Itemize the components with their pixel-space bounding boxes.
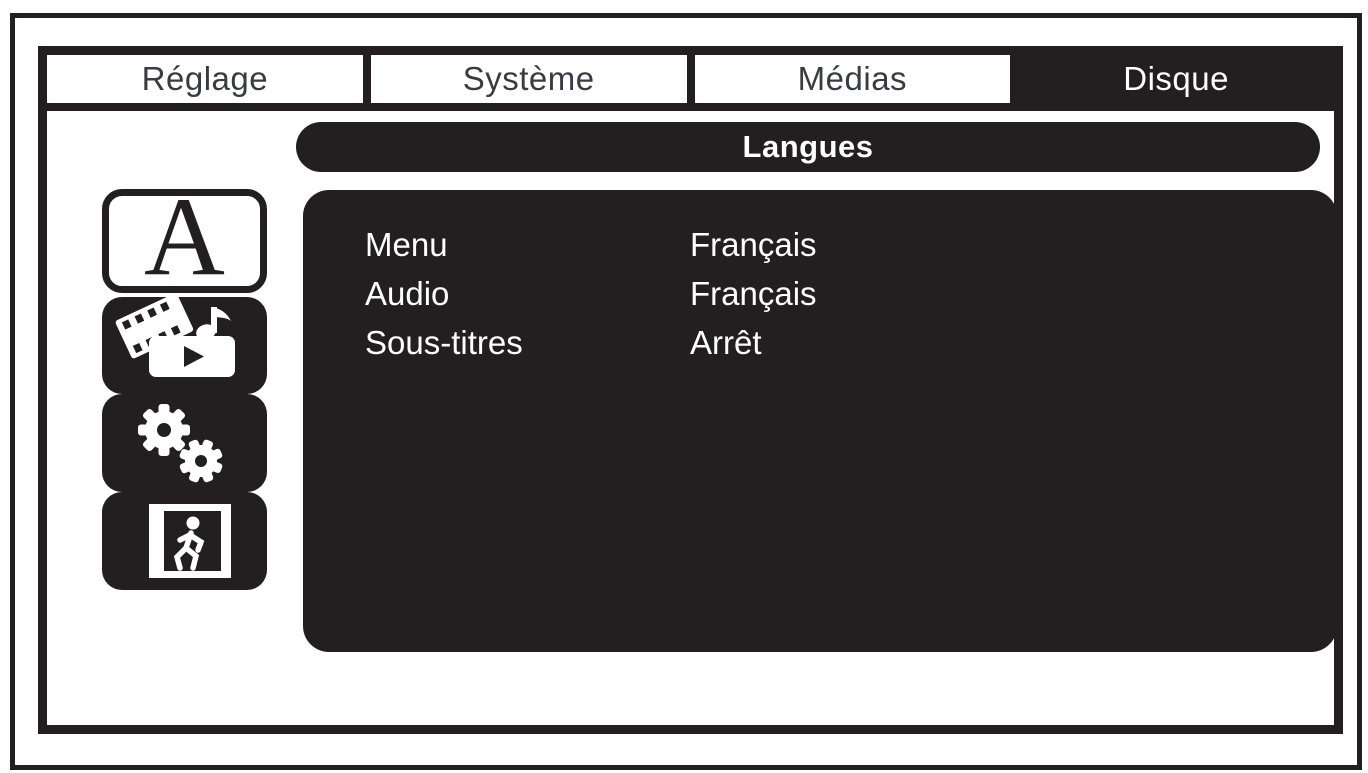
page-title: Langues [742,129,874,164]
tab-bar: Réglage Système Médias Disque [47,55,1334,111]
sidebar-item-languages[interactable]: A [102,175,267,299]
settings-panel: Menu Français Audio Français Sous-titres… [303,190,1337,652]
sidebar-item-general-settings[interactable] [102,394,267,492]
music-note-icon [196,307,231,340]
gears-icon [138,404,223,483]
sidebar-item-media[interactable] [102,297,267,394]
setting-label: Audio [365,274,450,312]
exit-icon [149,504,231,578]
tab-systeme[interactable]: Système [370,55,687,103]
setting-value: Français [690,225,817,263]
play-icon [184,346,204,367]
setting-value: Arrêt [690,323,762,361]
figure-border [10,13,1362,770]
setting-label: Sous-titres [365,323,523,361]
setting-row-menu[interactable]: Menu Français [365,220,1337,269]
setting-row-audio[interactable]: Audio Français [365,269,1337,318]
osd-frame: Réglage Système Médias Disque Langues A [38,46,1343,734]
content-area: Langues A [47,111,1337,725]
section-title-bar: Langues [296,122,1320,172]
media-playback-icon [115,297,235,377]
language-a-icon: A [144,175,225,299]
sidebar-item-exit[interactable] [102,492,267,590]
setting-label: Menu [365,225,448,263]
setting-row-sous-titres[interactable]: Sous-titres Arrêt [365,318,1337,367]
setting-value: Français [690,274,817,312]
tab-disque[interactable]: Disque [1018,55,1334,103]
tab-reglage[interactable]: Réglage [47,55,363,103]
tab-medias[interactable]: Médias [694,55,1011,103]
